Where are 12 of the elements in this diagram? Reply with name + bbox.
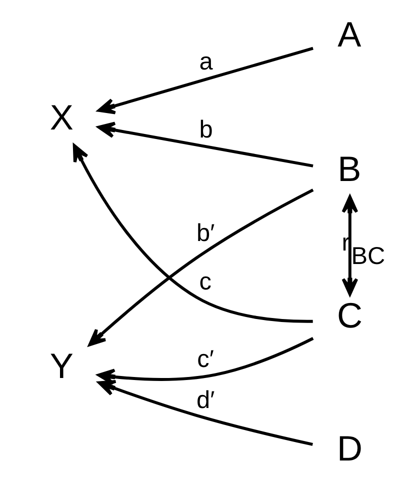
edge-label: c [198, 268, 211, 296]
node-text: X [49, 98, 73, 138]
edge-label: b′ [196, 220, 214, 247]
node-text: D [336, 430, 362, 469]
node-text: A [337, 16, 361, 55]
edge-label: a [198, 48, 212, 76]
edge-label: d′ [196, 386, 214, 414]
edge-label: c′ [196, 346, 214, 374]
node-text: B [337, 150, 361, 189]
node-text: Y [49, 346, 73, 386]
node-text: C [336, 296, 362, 336]
edge-label: b [198, 116, 212, 144]
